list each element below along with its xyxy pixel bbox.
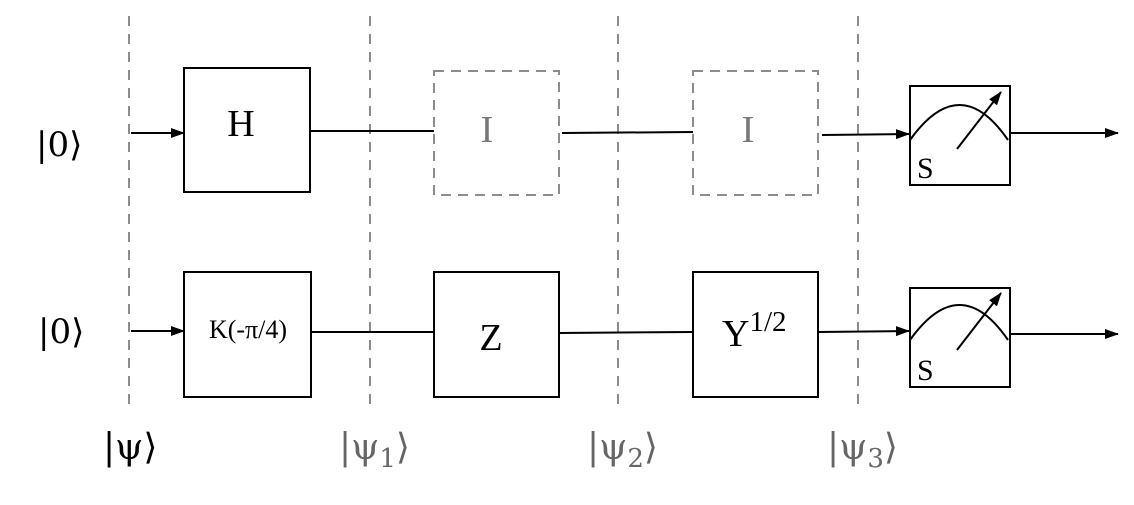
psi1-base: |ψ: [339, 427, 379, 468]
gate-identity-2: [692, 70, 819, 196]
meter-bottom-label: S: [917, 354, 934, 387]
gate-z: [433, 271, 560, 398]
bottom-wire-to-meter: [817, 326, 910, 337]
state-label-psi3: |ψ3⟩: [827, 427, 898, 474]
meter-top-dial-icon: [909, 104, 1009, 141]
gate-z-label: Z: [479, 317, 502, 359]
gate-k-label: K(-π/4): [209, 315, 287, 344]
gate-identity-1: [433, 70, 560, 196]
input-ket-bottom: |0⟩: [38, 312, 84, 352]
psi1-close: ⟩: [396, 427, 410, 468]
gate-identity-1-label: I: [481, 109, 494, 151]
psi2-base: |ψ: [587, 427, 627, 468]
psi3-close: ⟩: [884, 427, 898, 468]
gate-y-base: Y: [722, 313, 749, 355]
psi3-sub: 3: [867, 444, 884, 474]
gate-y-half: [692, 271, 819, 398]
meter-top-needle-icon: [956, 91, 1002, 150]
top-wire-to-meter: [821, 129, 910, 140]
state-label-psi: |ψ⟩: [103, 427, 157, 468]
gate-identity-2-label: I: [742, 109, 755, 151]
input-ket-top: |0⟩: [36, 125, 82, 165]
gate-y-exponent: 1/2: [749, 306, 786, 338]
meter-bottom-dial-icon: [909, 304, 1009, 341]
meter-bottom-needle-icon: [956, 292, 1002, 351]
gate-h-label: H: [227, 103, 254, 145]
psi3-base: |ψ: [827, 427, 867, 468]
gate-h: [183, 67, 311, 193]
gate-k: [183, 271, 312, 398]
bottom-wire-2: [558, 331, 694, 334]
gate-y-half-label: Y1/2: [722, 306, 787, 355]
top-wire-2: [561, 131, 694, 134]
meter-top-label: S: [917, 152, 934, 185]
state-label-psi2: |ψ2⟩: [587, 427, 658, 474]
psi1-sub: 1: [379, 444, 396, 474]
psi2-sub: 2: [627, 444, 644, 474]
psi2-close: ⟩: [644, 427, 658, 468]
state-label-psi1: |ψ1⟩: [339, 427, 410, 474]
